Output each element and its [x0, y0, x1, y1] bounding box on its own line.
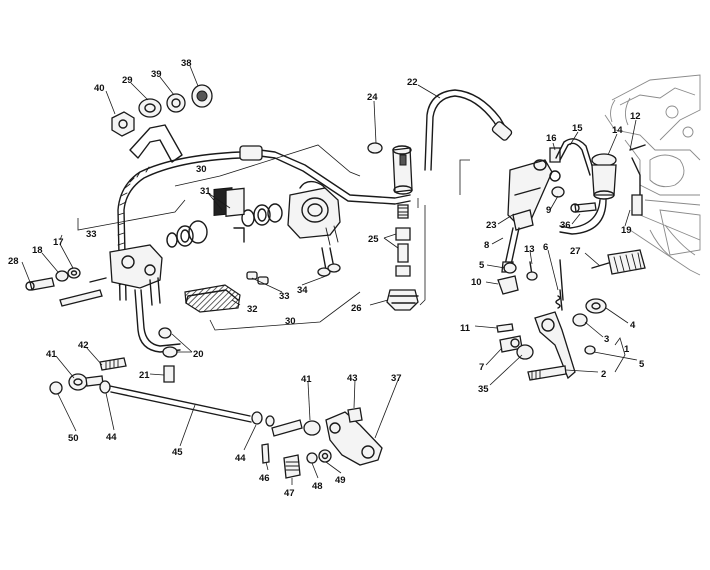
callout-4: 4 [630, 320, 636, 331]
callout-35: 35 [478, 384, 489, 395]
footrest-27 [591, 249, 646, 275]
callout-8: 8 [484, 240, 489, 251]
master-cylinder [497, 138, 646, 295]
callout-16: 16 [546, 133, 557, 144]
bracket-plate-37 [261, 407, 383, 479]
brake-pad-32 [184, 284, 241, 313]
callout-41-left: 41 [46, 349, 57, 360]
callout-45: 45 [172, 447, 183, 458]
callout-24: 24 [367, 92, 378, 103]
callout-7: 7 [479, 362, 484, 373]
callout-36: 36 [560, 220, 571, 231]
callout-11: 11 [460, 323, 471, 334]
callout-18: 18 [32, 245, 43, 256]
callout-5-lower: 5 [639, 359, 645, 370]
hose-22 [424, 89, 513, 171]
caliper-assembly [166, 180, 341, 248]
callout-25: 25 [368, 234, 379, 245]
callout-1: 1 [624, 344, 630, 355]
callout-38: 38 [181, 58, 192, 69]
callout-5-upper: 5 [479, 260, 485, 271]
callout-43: 43 [347, 373, 358, 384]
callout-21: 21 [139, 370, 150, 381]
callout-19: 19 [621, 225, 632, 236]
callout-48: 48 [312, 481, 323, 492]
callout-42: 42 [78, 340, 89, 351]
callout-30-upper: 30 [196, 164, 207, 175]
callout-9: 9 [546, 205, 551, 216]
brake-hose [117, 145, 411, 301]
callout-31: 31 [200, 186, 211, 197]
callout-41-right: 41 [301, 374, 312, 385]
callout-33-center: 33 [279, 291, 290, 302]
callout-44-right: 44 [235, 453, 246, 464]
callout-10: 10 [471, 277, 482, 288]
brake-lever [496, 259, 607, 381]
left-bracket-assembly [25, 84, 213, 383]
callout-39: 39 [151, 69, 162, 80]
callout-40: 40 [94, 83, 105, 94]
grouping-lines [59, 144, 626, 373]
callout-23: 23 [486, 220, 497, 231]
pivot-assembly [367, 142, 419, 311]
callout-12: 12 [630, 111, 641, 122]
callout-28: 28 [8, 256, 19, 267]
callout-30-lower: 30 [285, 316, 296, 327]
callout-32: 32 [247, 304, 258, 315]
callout-27: 27 [570, 246, 581, 257]
callout-49: 49 [335, 475, 346, 486]
callout-37: 37 [391, 373, 402, 384]
callout-22: 22 [407, 77, 418, 88]
callout-20: 20 [193, 349, 204, 360]
callout-50: 50 [68, 433, 79, 444]
callout-29: 29 [122, 75, 133, 86]
screws-33-34 [246, 247, 341, 285]
callout-34: 34 [297, 285, 308, 296]
callout-46: 46 [259, 473, 270, 484]
linkage-rod-45 [49, 373, 321, 437]
callout-17: 17 [53, 237, 64, 248]
callout-labels: 40 29 39 38 22 24 16 15 14 12 30 31 33 1… [8, 58, 645, 499]
frame-structure [604, 74, 701, 276]
callout-14: 14 [612, 125, 623, 136]
callout-3: 3 [604, 334, 609, 345]
callout-33-left: 33 [86, 229, 97, 240]
callout-13: 13 [524, 244, 535, 255]
callout-6: 6 [543, 242, 548, 253]
leader-lines [21, 65, 638, 485]
callout-15: 15 [572, 123, 583, 134]
callout-47: 47 [284, 488, 295, 499]
callout-44-left: 44 [106, 432, 117, 443]
callout-2: 2 [601, 369, 606, 380]
callout-26: 26 [351, 303, 362, 314]
